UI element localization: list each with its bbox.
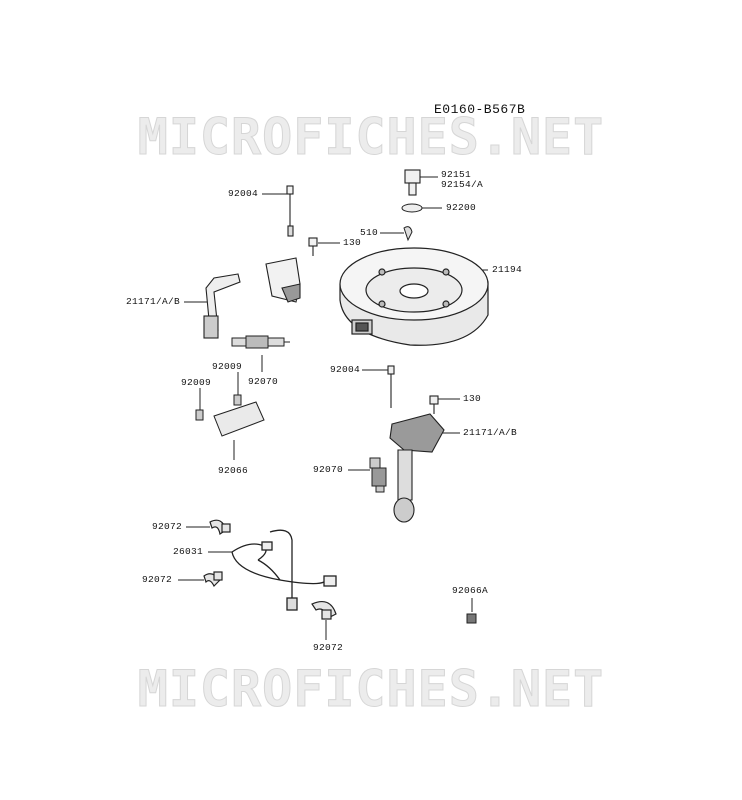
watermark-top: MICROFICHES.NET <box>137 108 605 167</box>
label-92004-top: 92004 <box>228 188 259 199</box>
label-92072-b: 92072 <box>142 574 173 585</box>
label-92154: 92154/A <box>441 179 484 190</box>
clamps-92072 <box>203 519 337 620</box>
label-92004-mid: 92004 <box>330 364 361 375</box>
label-92009-b: 92009 <box>181 377 212 388</box>
wire-harness-26031 <box>231 529 337 611</box>
ignition-coil-upper <box>203 185 318 339</box>
label-92072-c: 92072 <box>313 642 344 653</box>
spark-plug-92070-left <box>231 335 290 349</box>
label-130-mid: 130 <box>463 393 482 404</box>
watermark-bottom: MICROFICHES.NET <box>137 660 605 719</box>
label-21171-left: 21171/A/B <box>126 296 181 307</box>
plate-92066 <box>213 401 265 437</box>
label-92151: 92151 <box>441 169 472 180</box>
washer-92200 <box>401 203 423 213</box>
key-510 <box>403 226 413 242</box>
ignition-coil-lower <box>387 365 445 523</box>
spark-plug-92070-right <box>369 457 387 493</box>
flywheel-21194 <box>339 247 489 346</box>
screws-92009 <box>195 394 242 421</box>
label-92066A: 92066A <box>452 585 489 596</box>
label-92070-left: 92070 <box>248 376 279 387</box>
label-92200: 92200 <box>446 202 477 213</box>
label-510: 510 <box>360 227 379 238</box>
label-92066: 92066 <box>218 465 249 476</box>
label-21171-right: 21171/A/B <box>463 427 518 438</box>
nut-92066A <box>466 613 477 624</box>
label-26031: 26031 <box>173 546 204 557</box>
label-92009-a: 92009 <box>212 361 243 372</box>
label-130-top: 130 <box>343 237 362 248</box>
label-21194: 21194 <box>492 264 523 275</box>
diagram-code: E0160-B567B <box>434 102 526 117</box>
label-92072-a: 92072 <box>152 521 183 532</box>
flywheel-bolt-92151 <box>404 169 421 196</box>
label-92070-right: 92070 <box>313 464 344 475</box>
